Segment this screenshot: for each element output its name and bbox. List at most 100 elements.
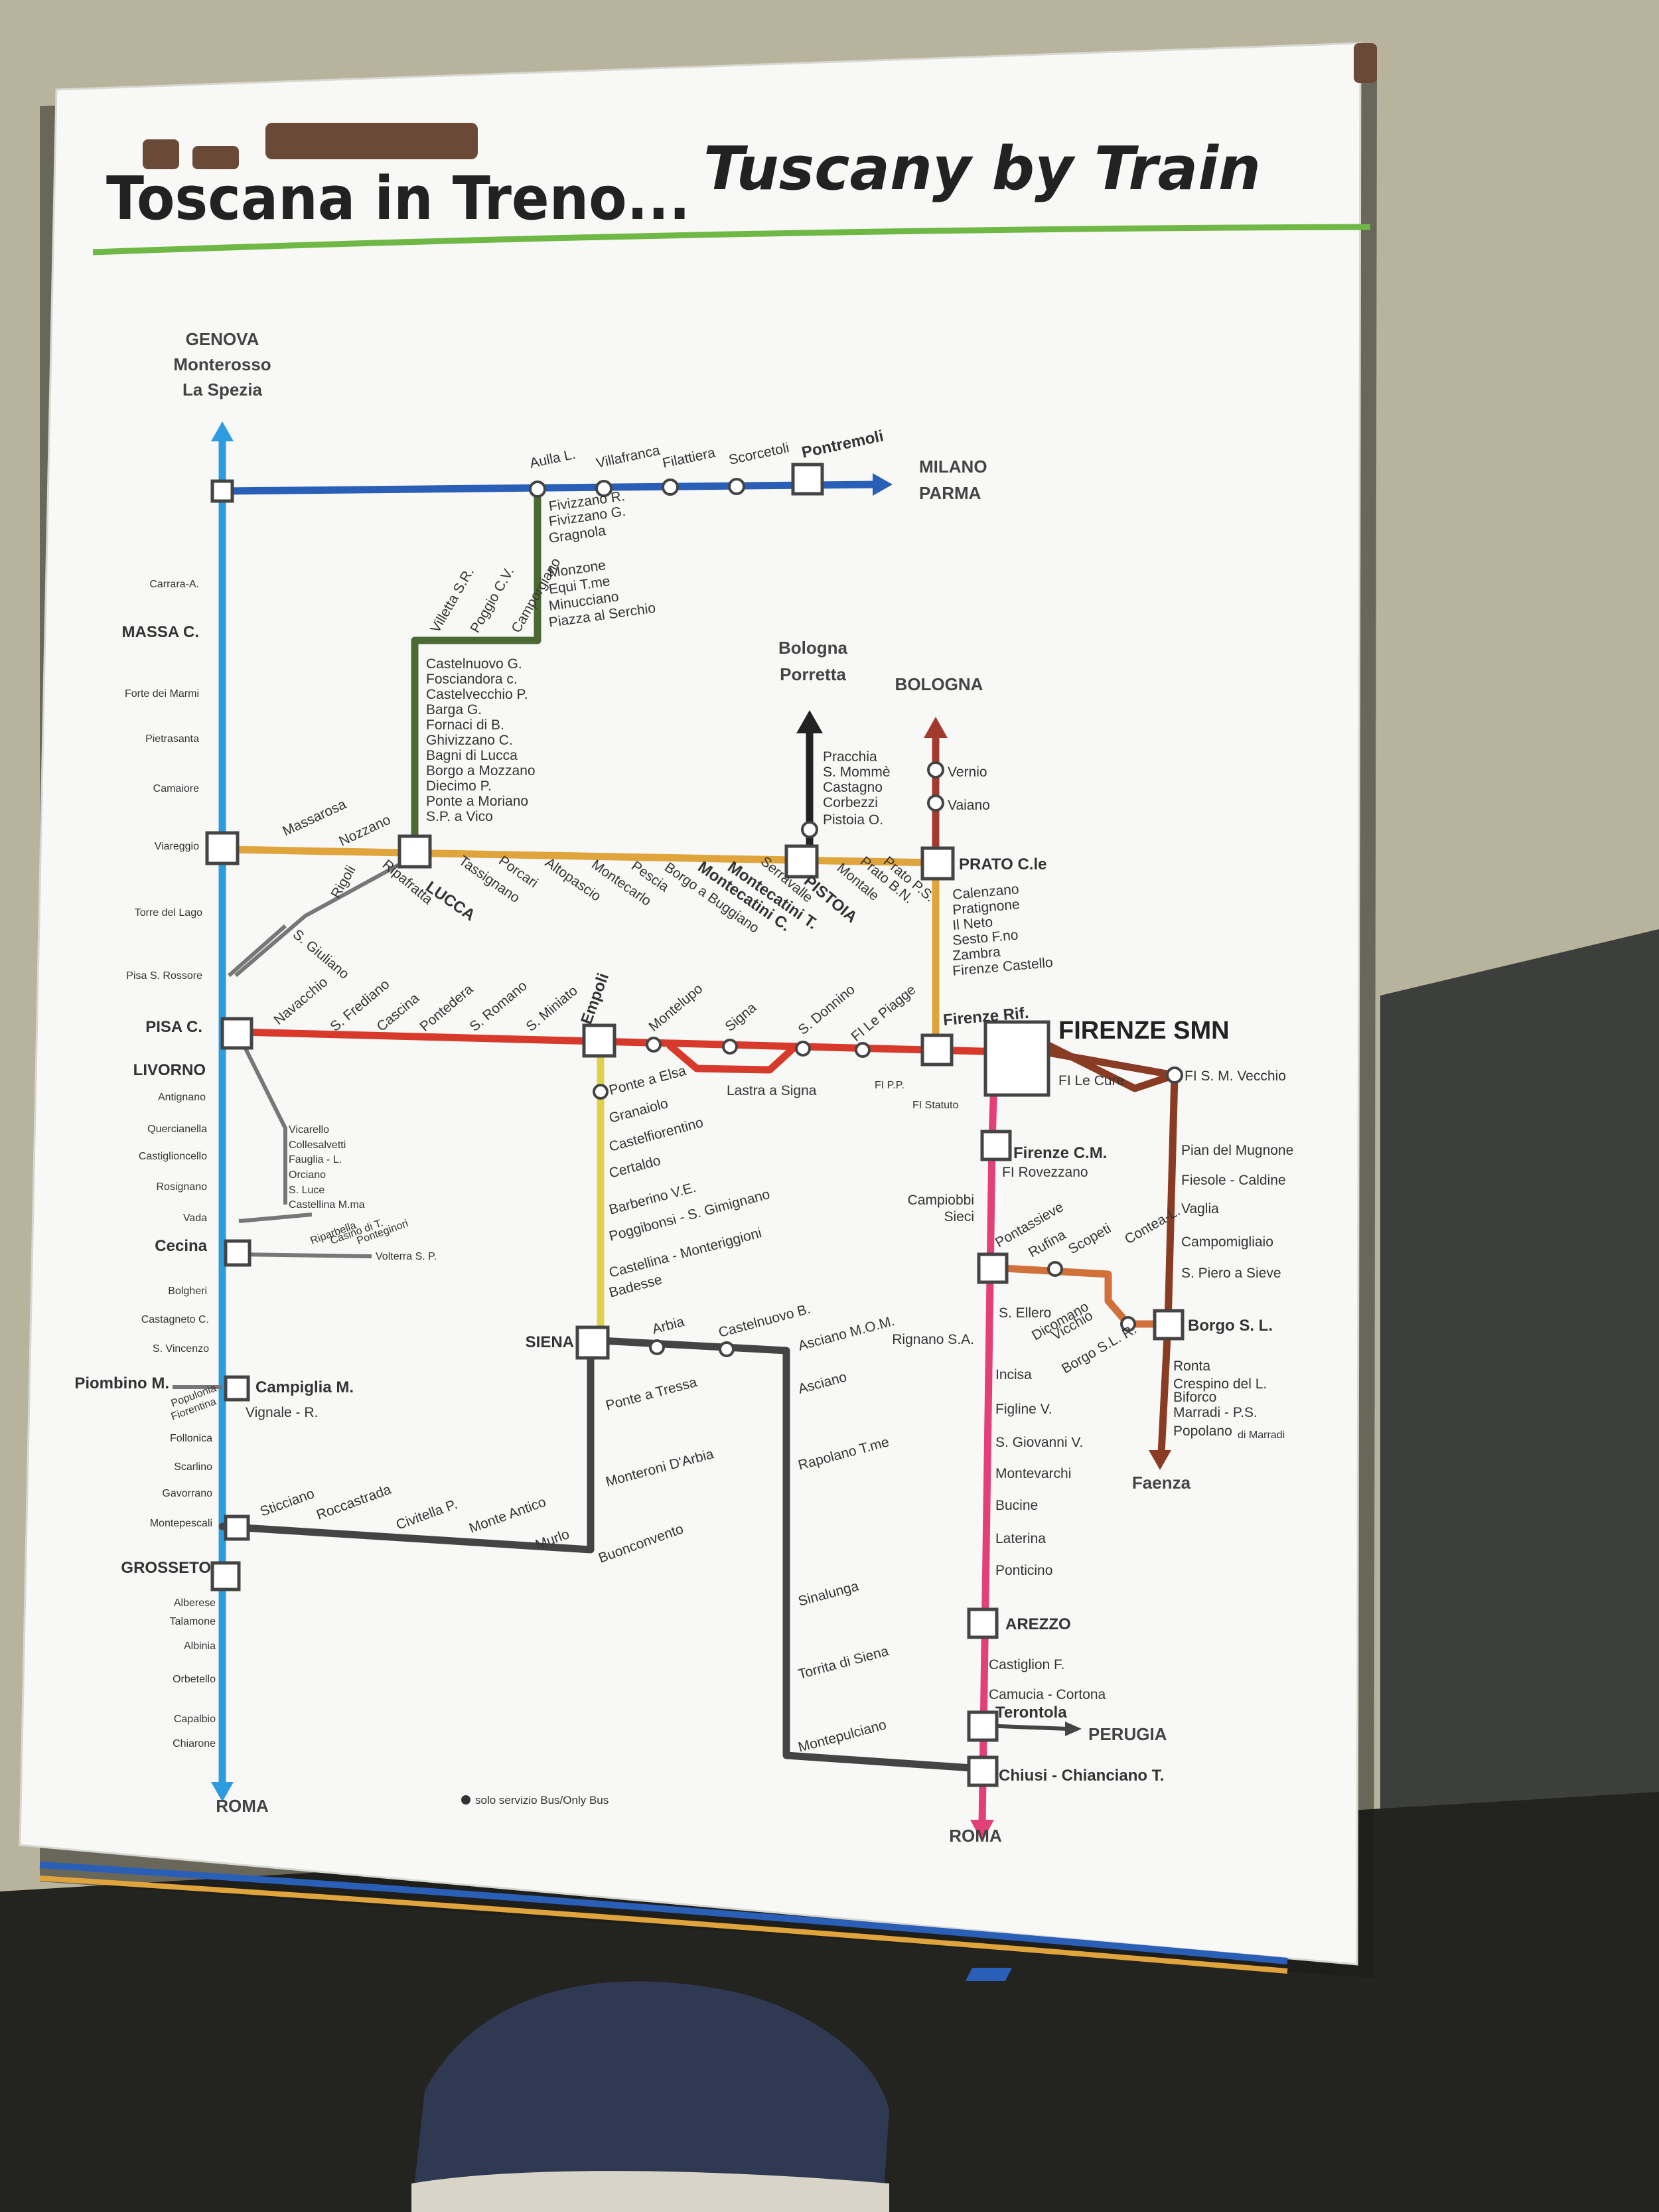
station-label: Orciano	[289, 1169, 326, 1181]
dest-bologna: BOLOGNA	[895, 674, 983, 694]
station-label: Camaiore	[153, 783, 199, 794]
rome-arrow	[970, 1820, 994, 1842]
station-label: Bolgheri	[168, 1286, 207, 1297]
station-circle	[646, 1037, 662, 1053]
hub-siena	[575, 1325, 610, 1360]
station-label: SIENA	[526, 1333, 574, 1351]
title-english: Tuscany by Train	[703, 134, 1261, 204]
station-label: Fiesole - Caldine	[1181, 1173, 1286, 1188]
station-label: Castiglioncello	[139, 1151, 207, 1162]
hub-firenze-cm	[980, 1130, 1012, 1161]
station-label: Bucine	[995, 1498, 1038, 1513]
station-label: FI Statuto	[912, 1100, 958, 1111]
station-circle	[1166, 1067, 1183, 1084]
station-label: Montevarchi	[995, 1466, 1071, 1481]
station-circle	[649, 1339, 665, 1355]
station-label: Terontola	[995, 1704, 1067, 1722]
station-label: Ponticino	[995, 1563, 1052, 1578]
line-siena-chiusi	[597, 1337, 986, 1773]
station-label: Quercianella	[147, 1124, 207, 1135]
station-label: Pistoia O.	[823, 812, 883, 828]
station-label: Orbetello	[173, 1674, 216, 1685]
station-label: Chiusi - Chianciano T.	[999, 1767, 1164, 1785]
station-label: Vaglia	[1181, 1201, 1219, 1217]
station-label: Campomigliaio	[1181, 1234, 1273, 1250]
station-label: Corbezzi	[823, 795, 878, 810]
line-pisa-florence	[235, 1028, 1009, 1056]
hub-aulla	[210, 479, 234, 503]
direttissima-arrow	[924, 717, 948, 738]
station-label: S.P. a Vico	[426, 809, 493, 824]
station-label: Vicarello	[289, 1124, 329, 1136]
station-circle	[927, 794, 944, 812]
legend-text: solo servizio Bus/Only Bus	[475, 1794, 609, 1806]
station-label: Rosignano	[157, 1181, 208, 1193]
faentina-arrow	[1149, 1450, 1171, 1470]
station-label: di Marradi	[1238, 1430, 1285, 1441]
station-label: Volterra S. P.	[376, 1251, 437, 1262]
station-label: Barga G.	[426, 702, 482, 717]
perugia-arrow	[1065, 1722, 1082, 1736]
station-circle	[855, 1042, 871, 1058]
hub-pontremoli	[791, 463, 824, 496]
bottom-stripe-blue	[39, 1862, 1288, 1964]
station-circle	[722, 1039, 738, 1055]
station-circle	[529, 480, 546, 498]
station-label: Castelnuovo G.	[426, 656, 522, 672]
line-lastra-loop	[666, 1042, 797, 1074]
dest-genova: GENOVA	[186, 329, 259, 349]
line-lucca-pisa	[228, 854, 416, 978]
station-label: Borgo a Mozzano	[426, 763, 536, 778]
dest-faenza: Faenza	[1132, 1473, 1191, 1493]
station-label: Camucia - Cortona	[989, 1687, 1106, 1702]
stations	[205, 463, 1185, 1787]
hub-pistoia	[784, 844, 819, 879]
station-label: MASSA C.	[122, 623, 199, 641]
station-label: Fosciandora c.	[426, 672, 518, 687]
station-label: GROSSETO	[121, 1559, 211, 1577]
station-label: FIRENZE SMN	[1058, 1017, 1230, 1045]
station-label: Fornaci di B.	[426, 717, 504, 733]
dest-bologna-porretta-1: Bologna	[778, 638, 848, 658]
station-label: Piombino M.	[74, 1374, 169, 1392]
station-label: Talamone	[170, 1616, 216, 1627]
station-circle	[595, 480, 613, 497]
hub-terontola	[967, 1710, 999, 1742]
station-label: Bagni di Lucca	[426, 748, 518, 763]
station-label: Scarlino	[174, 1461, 212, 1473]
line-faentina	[1021, 1045, 1179, 1457]
station-label: S. Luce	[289, 1185, 325, 1196]
station-label: FI S. M. Vecchio	[1185, 1069, 1286, 1084]
station-label: Borgo S. L.	[1188, 1317, 1273, 1335]
station-label: Popolano	[1173, 1424, 1232, 1439]
map-card	[19, 42, 1362, 1966]
station-label: Gavorrano	[162, 1488, 212, 1499]
dest-milano: MILANO	[919, 457, 987, 477]
hub-arezzo	[967, 1607, 999, 1639]
hub-empoli	[582, 1023, 616, 1058]
station-label: Marradi - P.S.	[1173, 1405, 1258, 1420]
hub-viareggio	[205, 831, 240, 865]
hub-borgo-sl	[1153, 1309, 1185, 1341]
station-label: Campiobbi	[908, 1193, 974, 1208]
hub-pisa	[220, 1017, 253, 1050]
station-circle	[719, 1341, 735, 1357]
dest-monterosso: Monterosso	[173, 354, 271, 374]
station-circle	[1047, 1261, 1063, 1277]
station-label: Crespino del L.	[1173, 1376, 1267, 1392]
station-label: Castiglion F.	[989, 1657, 1064, 1672]
station-label: Ronta	[1173, 1359, 1210, 1374]
station-label: Figline V.	[995, 1402, 1052, 1417]
station-circle	[801, 821, 818, 838]
station-label: FI P.P.	[875, 1080, 904, 1091]
station-label: Sieci	[944, 1209, 974, 1224]
station-label: Pisa S. Rossore	[126, 970, 202, 982]
dest-roma-west: ROMA	[216, 1796, 269, 1816]
station-label: Pracchia	[823, 749, 877, 765]
station-label: PISA C.	[145, 1018, 202, 1036]
station-label: Diecimo P.	[426, 778, 492, 794]
hub-firenze-rif	[920, 1033, 954, 1067]
station-label: Ponte a Moriano	[426, 794, 528, 809]
dest-perugia: PERUGIA	[1088, 1724, 1167, 1744]
